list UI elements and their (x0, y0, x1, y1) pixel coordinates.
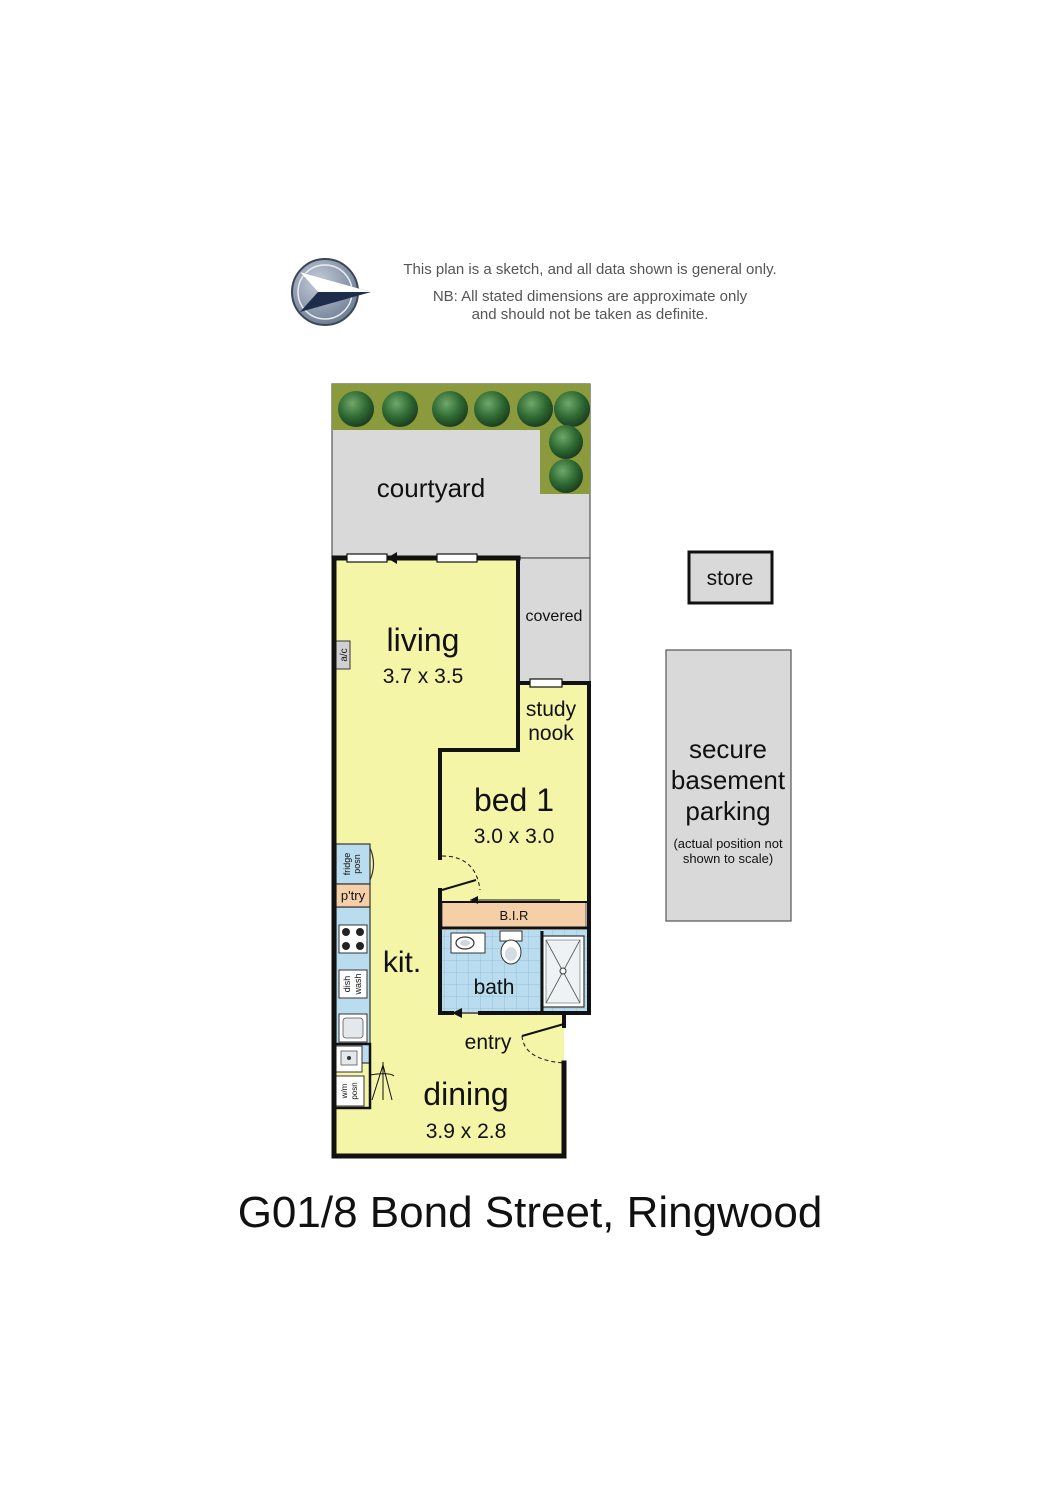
kitchen-label: kit. (383, 946, 421, 979)
laundry-sink-icon (335, 1045, 363, 1073)
study-nook-floor (518, 683, 589, 753)
svg-text:posn: posn (352, 854, 362, 874)
entry-label: entry (465, 1031, 512, 1054)
apartment-floor (334, 558, 564, 1156)
bed1-dims: 3.0 x 3.0 (474, 825, 555, 848)
covered-area (518, 557, 591, 684)
air-conditioner: a/c (335, 640, 351, 670)
parking-label-3: parking (685, 796, 770, 826)
toilet-icon (499, 930, 523, 965)
study-nook-label-1: study (526, 698, 577, 721)
svg-text:w/m: w/m (340, 1083, 349, 1099)
bath-door (452, 1008, 480, 1018)
svg-text:fridge: fridge (342, 853, 352, 876)
living-dims: 3.7 x 3.5 (383, 665, 464, 688)
bir-label: B.I.R (500, 908, 529, 923)
laundry-door-swing (369, 1062, 395, 1101)
bed1-door (441, 855, 481, 891)
store-label: store (707, 567, 754, 590)
fridge-position: fridge posn (335, 843, 375, 885)
garden-bushes (338, 391, 590, 493)
compass-arrow-icon (291, 258, 371, 326)
covered-label: covered (526, 608, 583, 625)
living-label: living (387, 622, 460, 658)
svg-text:p'try: p'try (341, 888, 366, 903)
disclaimer-line-1: This plan is a sketch, and all data show… (403, 261, 777, 278)
svg-text:posn: posn (350, 1082, 359, 1099)
parking-note-1: (actual position not (673, 836, 783, 851)
parking-label-2: basement (671, 765, 786, 795)
sink-icon (338, 1013, 368, 1043)
bath-label: bath (474, 976, 515, 999)
dining-dims: 3.9 x 2.8 (426, 1120, 507, 1143)
bed1-floor (440, 750, 589, 902)
dining-label: dining (423, 1076, 508, 1112)
svg-text:wash: wash (353, 973, 363, 995)
svg-text:dish: dish (342, 976, 352, 993)
courtyard-sliding-door (346, 552, 478, 564)
cooktop-icon (338, 924, 368, 954)
property-address: G01/8 Bond Street, Ringwood (237, 1188, 823, 1237)
disclaimer-line-2: NB: All stated dimensions are approximat… (432, 288, 748, 305)
parking-label-1: secure (689, 734, 767, 764)
shower-icon (541, 935, 585, 1008)
courtyard-label: courtyard (377, 473, 485, 503)
washing-machine-position: w/m posn (335, 1075, 365, 1107)
built-in-robe (441, 901, 587, 929)
store-room (687, 550, 774, 605)
study-window (529, 678, 563, 688)
bed1-label: bed 1 (474, 782, 554, 818)
pantry: p'try (335, 883, 371, 908)
parking-note-2: shown to scale) (683, 851, 773, 866)
basement-parking (665, 649, 792, 922)
dishwasher: dish wash (338, 969, 368, 999)
study-nook-label-2: nook (528, 722, 574, 745)
disclaimer-line-3: and should not be taken as definite. (471, 306, 709, 323)
entry-door (521, 1023, 565, 1064)
vanity-basin-icon (450, 932, 486, 954)
svg-text:a/c: a/c (339, 648, 350, 661)
